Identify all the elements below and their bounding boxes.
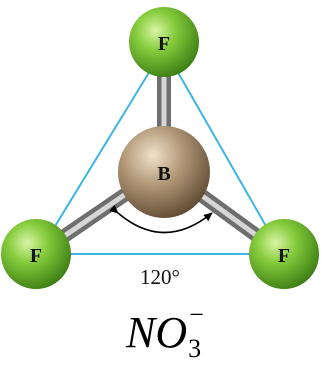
formula-base: NO (126, 308, 188, 357)
outer-atom-right-label: F (278, 245, 290, 267)
formula-subscript: 3 (188, 334, 202, 363)
formula-superscript: − (189, 300, 204, 329)
angle-arc (109, 204, 213, 234)
trigonal-planar-diagram: B F F F 120° (1, 7, 319, 289)
outer-atom-top-label: F (158, 33, 170, 55)
angle-label: 120° (140, 265, 180, 289)
outer-atom-right: F (249, 219, 319, 289)
chemical-formula: NO3 − (126, 300, 204, 363)
outer-atom-top: F (129, 7, 199, 77)
triangle-outline (36, 46, 284, 255)
outer-atom-left-label: F (30, 245, 42, 267)
central-atom-label: B (157, 163, 170, 185)
outer-atom-left: F (1, 219, 71, 289)
central-atom: B (118, 126, 210, 218)
